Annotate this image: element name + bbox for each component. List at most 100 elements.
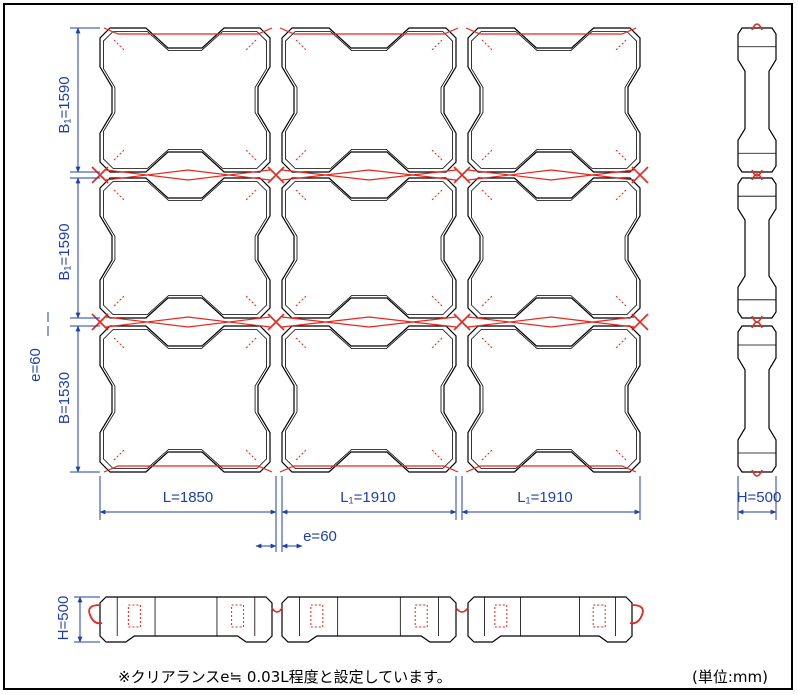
block-outline [467,27,641,173]
lifting-hook-mark [615,39,627,51]
connector-wire [465,465,637,473]
side-hook [751,23,763,31]
lifting-hook-mark [615,337,627,349]
connector-wire [105,316,271,328]
lifting-hook-mark [295,39,307,51]
dimension-height-side: H=500 [737,489,782,506]
connector-cross [267,166,285,184]
dimension-gap-bottom: e=60 [303,528,337,545]
block-outline [281,177,457,319]
block-outline [281,27,457,173]
plan-block [281,27,457,173]
connector-wire [279,27,459,35]
lifting-hook-mark [113,149,125,161]
block-inner-outline [285,31,453,169]
lifting-hook-mark [481,449,493,461]
lifting-hook-mark [431,449,443,461]
front-hook-mark [494,604,508,628]
lifting-hook-mark [245,295,257,307]
lifting-hook-mark [113,337,125,349]
lifting-hook-mark [113,189,125,201]
lifting-hook-mark [481,295,493,307]
front-block [281,596,457,643]
front-joint-hook [455,607,469,613]
lifting-hook-mark [295,295,307,307]
lifting-hook-mark [295,149,307,161]
clearance-note: ※クリアランスe≒ 0.03L程度と設定しています。 [118,668,452,686]
block-inner-outline [103,181,268,315]
plan-block [467,27,641,173]
front-block [99,596,273,643]
lifting-hook-mark [113,449,125,461]
block-inner-outline [471,31,637,169]
connector-wire [467,316,635,328]
lifting-hook-mark [295,189,307,201]
lifting-hook-mark [245,337,257,349]
connector-wire [105,169,271,181]
plan-block [99,27,271,173]
connector-cross [631,166,649,184]
block-outline [467,177,641,319]
connector-cross [631,313,649,331]
dimension-l1-second: L₁=1910 [340,489,396,506]
connector-wire [105,316,271,328]
front-elevation-view [88,596,644,643]
dimension-l-first: L=1850 [163,489,213,506]
plan-block [281,177,457,319]
dimension-b1-top: B₁=1590 [56,76,73,133]
front-hook-mark [127,604,141,628]
lifting-hook-mark [431,295,443,307]
dimension-b-bottom: B=1530 [56,372,73,424]
connector-wire [465,27,637,35]
connector-wire [103,465,273,473]
dimension-b1-middle: B₁=1590 [56,223,73,280]
lifting-hook-mark [481,149,493,161]
unit-note: (単位:mm) [692,668,768,686]
plan-block [99,325,271,473]
lifting-hook-mark [295,337,307,349]
side-hook [751,315,763,323]
lifting-hook-mark [481,39,493,51]
connector-cross [91,166,109,184]
side-hook [751,169,763,177]
side-hook [751,173,763,181]
connector-cross [453,313,471,331]
block-outline [467,325,641,473]
connector-wire [467,169,635,181]
lifting-hook-mark [245,449,257,461]
side-block [737,27,777,173]
plan-block [467,325,641,473]
dimension-lines [47,27,777,643]
front-hook-mark [592,604,606,628]
lifting-hook-mark [245,149,257,161]
block-outline [99,177,271,319]
dimension-gap-left: e=60 [27,348,44,382]
lifting-hook-mark [615,189,627,201]
connector-wire [105,169,271,181]
connector-cross [453,166,471,184]
lifting-hook-mark [431,189,443,201]
lifting-hook-mark [113,295,125,307]
block-inner-outline [471,329,637,469]
connector-wire [467,316,635,328]
connector-cross [267,313,285,331]
front-hook-mark [414,604,428,628]
lifting-hook-mark [245,189,257,201]
plan-view [91,27,649,473]
connector-wire [281,169,457,181]
front-end-hook [88,604,103,625]
connector-wire [279,465,459,473]
plan-block [281,325,457,473]
block-outline [99,325,271,473]
front-hook-mark [310,604,324,628]
connector-wire [467,169,635,181]
lifting-hook-mark [615,149,627,161]
side-block [737,325,777,473]
connector-wire [281,316,457,328]
lifting-hook-mark [431,337,443,349]
front-joint-hook [271,607,283,613]
side-hook [751,321,763,329]
block-inner-outline [103,329,268,469]
block-inner-outline [285,329,453,469]
